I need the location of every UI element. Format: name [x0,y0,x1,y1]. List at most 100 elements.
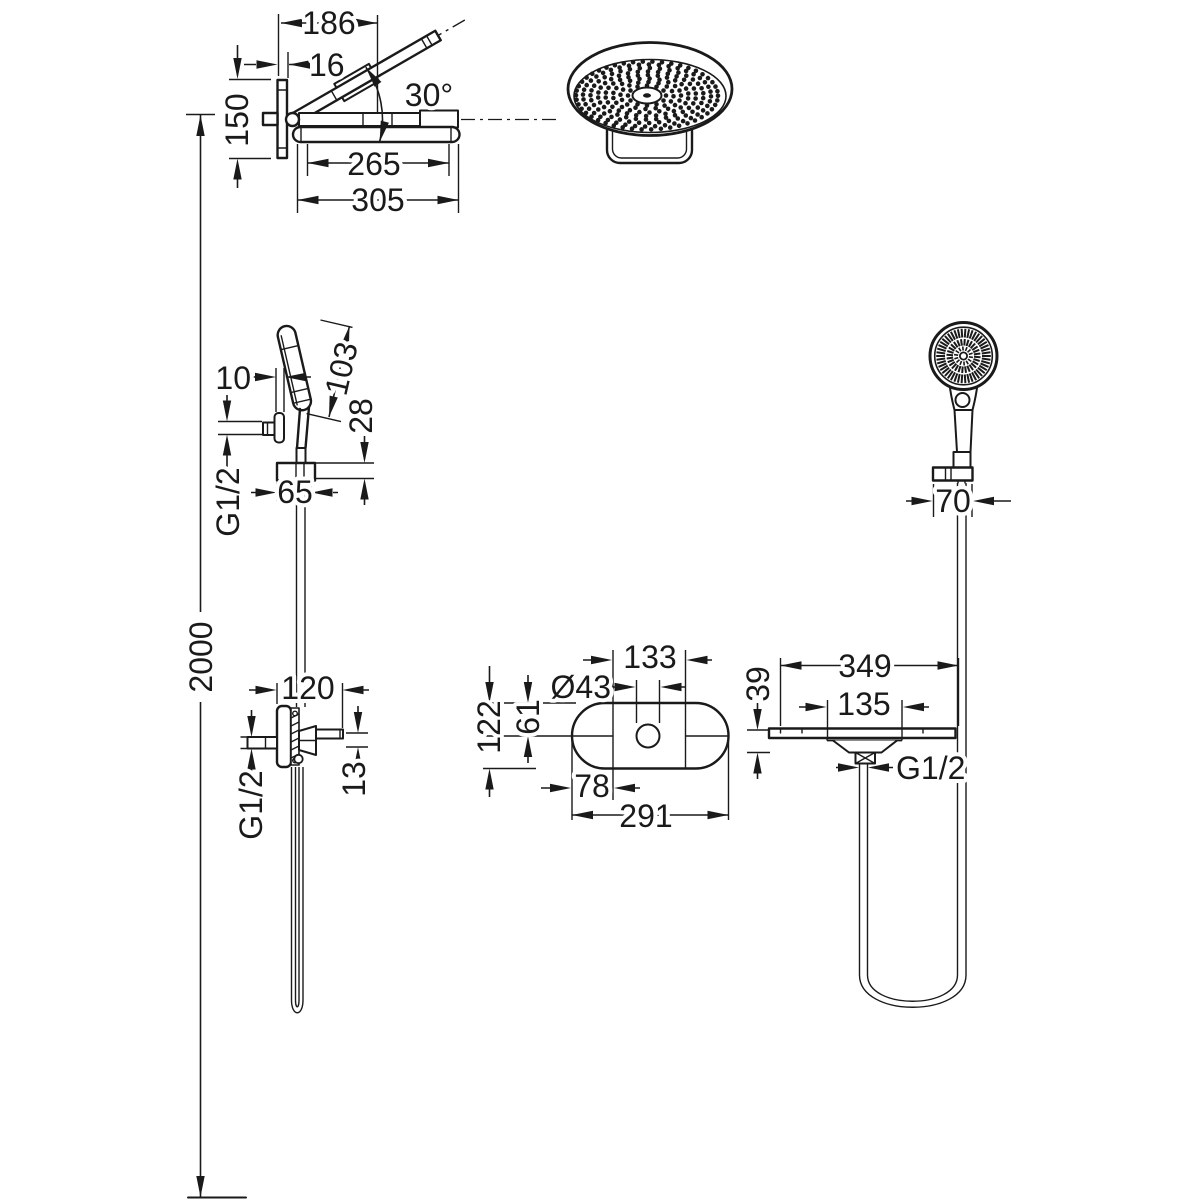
nozzle-dot [614,85,619,91]
nozzle-dot [626,63,632,68]
nozzle-dot [677,88,682,93]
nozzle-dot [688,115,694,121]
nozzle-dot [624,111,630,116]
spray-ray [968,329,974,339]
nozzle-dot [657,109,662,114]
spray-ray [971,371,977,381]
spray-ray [944,368,952,377]
spray-ray [963,328,967,338]
dim-plate-center-width: 133 [623,639,676,675]
nozzle-dot [619,81,625,87]
nozzle-dot [672,121,677,126]
overhead-shower-plan-view [566,41,734,165]
nozzle-dot [586,106,592,111]
spray-ray [936,347,946,352]
arrowhead [311,488,333,497]
nozzle-dot [695,112,700,117]
nozzle-dot [615,112,620,117]
nozzle-dot [616,108,622,113]
nozzle-dot [603,90,609,95]
nozzle-dot [627,78,633,84]
arrowhead [903,702,924,712]
spray-ray [977,366,986,374]
spray-ray [948,346,955,352]
dim-wall-offset: 10 [215,360,251,396]
spray-ray [956,329,961,339]
nozzle-dot [683,100,688,106]
nozzle-dot [668,99,674,104]
spray-ray [966,373,971,383]
arrowhead [937,661,959,670]
nozzle-dot [628,98,633,103]
nozzle-dot [684,73,689,78]
nozzle-dot [676,123,682,129]
spray-ray [978,340,988,348]
nozzle-dot [611,90,616,96]
dim-head-face: 265 [347,146,400,182]
nozzle-dot [608,76,614,82]
spray-ray [941,338,950,346]
nozzle-dot [691,101,696,106]
spray-ray [955,349,960,354]
nozzle-dot [576,102,581,107]
nozzle-dot [583,110,589,116]
nozzle-dot [601,111,607,116]
spray-ray [969,342,976,349]
arrowhead [868,763,889,772]
spray-ray [981,360,991,365]
nozzle-dot [715,98,720,103]
nozzle-dot [595,95,601,100]
nozzle-dot [611,123,617,128]
nozzle-dot [665,106,671,112]
nozzle-dot [614,100,619,106]
dim-plate-half-height: 61 [510,699,546,735]
oval-nozzle-dots [573,59,721,132]
nozzle-dot [611,95,616,101]
nozzle-dot [690,109,695,115]
nozzle-dot [708,94,714,99]
nozzle-dot [702,80,708,85]
arrowhead [342,685,364,695]
nozzle-dot [636,120,642,125]
nozzle-dot [652,123,658,129]
spray-ray [958,347,962,352]
spray-ray [938,362,947,368]
nozzle-dot [677,63,683,68]
nozzle-dot [700,108,706,113]
nozzle-dot [663,111,668,117]
spray-ray [960,328,964,338]
nozzle-dot [672,102,678,108]
nozzle-dot [653,105,658,111]
nozzle-dot [610,104,615,110]
nozzle-dot [653,113,659,118]
arrowhead [485,768,494,790]
dim-shelf-height: 39 [740,666,776,702]
nozzle-dot [620,125,625,130]
dim-shelf-width: 349 [838,648,891,684]
spray-ray [946,333,954,342]
nozzle-dot [624,102,630,107]
spray-ray [963,338,966,346]
nozzle-dot [695,81,701,86]
nozzle-dot [583,101,588,107]
spray-ray [936,357,946,361]
hand-shower-rail-front-view [767,321,999,1008]
nozzle-dot [671,108,677,114]
dim-holder-width: 70 [935,483,971,519]
arrowhead [356,18,377,28]
trim-plate-plan-view [483,650,730,800]
arrowhead [614,783,635,793]
nozzle-dot [683,113,689,118]
nozzle-dot [626,74,631,80]
arrowhead [973,496,994,506]
spray-ray [936,360,946,365]
nozzle-dot [617,65,622,70]
spray-ray [978,364,988,372]
nozzle-dot [647,65,653,71]
nozzle-dot [597,100,603,105]
arrowhead [360,478,369,500]
nozzle-dot [672,83,678,89]
spray-ray [953,341,959,348]
dim-head-total: 305 [351,182,404,218]
